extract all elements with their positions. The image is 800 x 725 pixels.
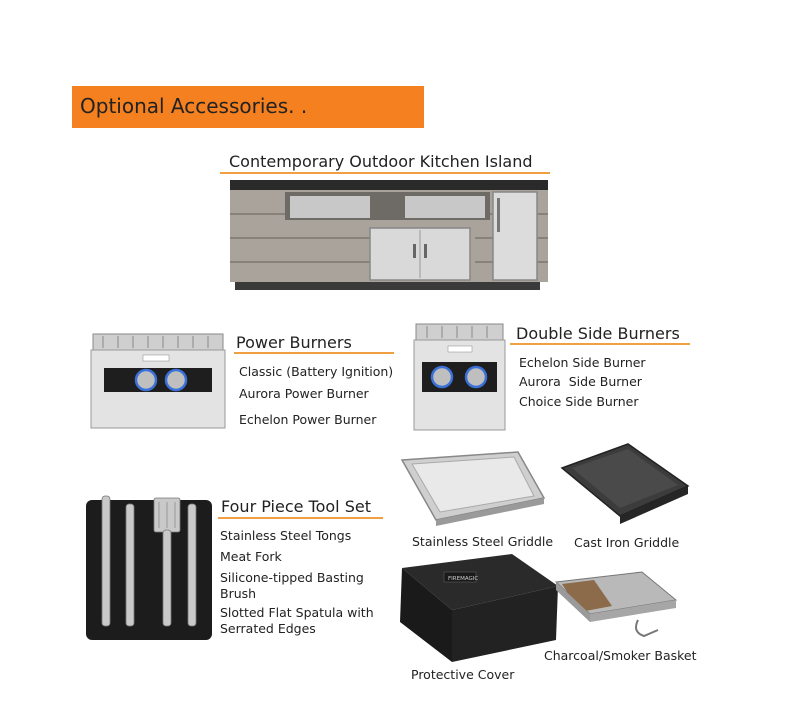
side-burners-title: Double Side Burners (516, 324, 680, 343)
stainless-griddle-caption: Stainless Steel Griddle (412, 534, 554, 549)
power-burner-item: Classic (Battery Ignition) (239, 364, 394, 379)
power-burner-item: Echelon Power Burner (239, 412, 377, 427)
tool-set-item: Stainless Steel Tongs (220, 528, 352, 543)
side-burner-item: Echelon Side Burner (519, 355, 646, 370)
smoker-basket-caption: Charcoal/Smoker Basket (544, 648, 697, 663)
tool-set-item: Silicone-tipped Basting (220, 570, 364, 585)
island-title: Contemporary Outdoor Kitchen Island (229, 152, 533, 171)
tool-set-image (86, 495, 212, 640)
stainless-griddle-image (400, 451, 546, 526)
tool-set-item: Slotted Flat Spatula with (220, 605, 374, 620)
power-burner-item: Aurora Power Burner (239, 386, 369, 401)
side-burners-underline (510, 343, 690, 345)
tool-set-item: Brush (220, 586, 257, 601)
page-title: Optional Accessories. . (80, 94, 308, 118)
island-title-underline (220, 172, 550, 174)
power-burners-title: Power Burners (236, 333, 352, 352)
tool-set-title: Four Piece Tool Set (221, 497, 371, 516)
cover-brand-mark: FIREMAGIC (448, 576, 478, 582)
protective-cover-image: FIREMAGIC (400, 554, 558, 662)
tool-set-item: Meat Fork (220, 549, 282, 564)
cast-iron-griddle-image (560, 443, 690, 524)
accessories-banner (72, 86, 424, 128)
power-burners-underline (234, 352, 394, 354)
smoker-basket-image (554, 571, 678, 638)
tool-set-underline (218, 517, 383, 519)
power-burner-image (90, 333, 226, 429)
kitchen-island-image (230, 180, 548, 290)
side-burner-image (413, 323, 506, 431)
cast-iron-griddle-caption: Cast Iron Griddle (574, 535, 680, 550)
side-burner-item: Choice Side Burner (519, 394, 639, 409)
side-burner-item: Aurora Side Burner (519, 374, 642, 389)
tool-set-item: Serrated Edges (220, 621, 316, 636)
protective-cover-caption: Protective Cover (411, 667, 515, 682)
